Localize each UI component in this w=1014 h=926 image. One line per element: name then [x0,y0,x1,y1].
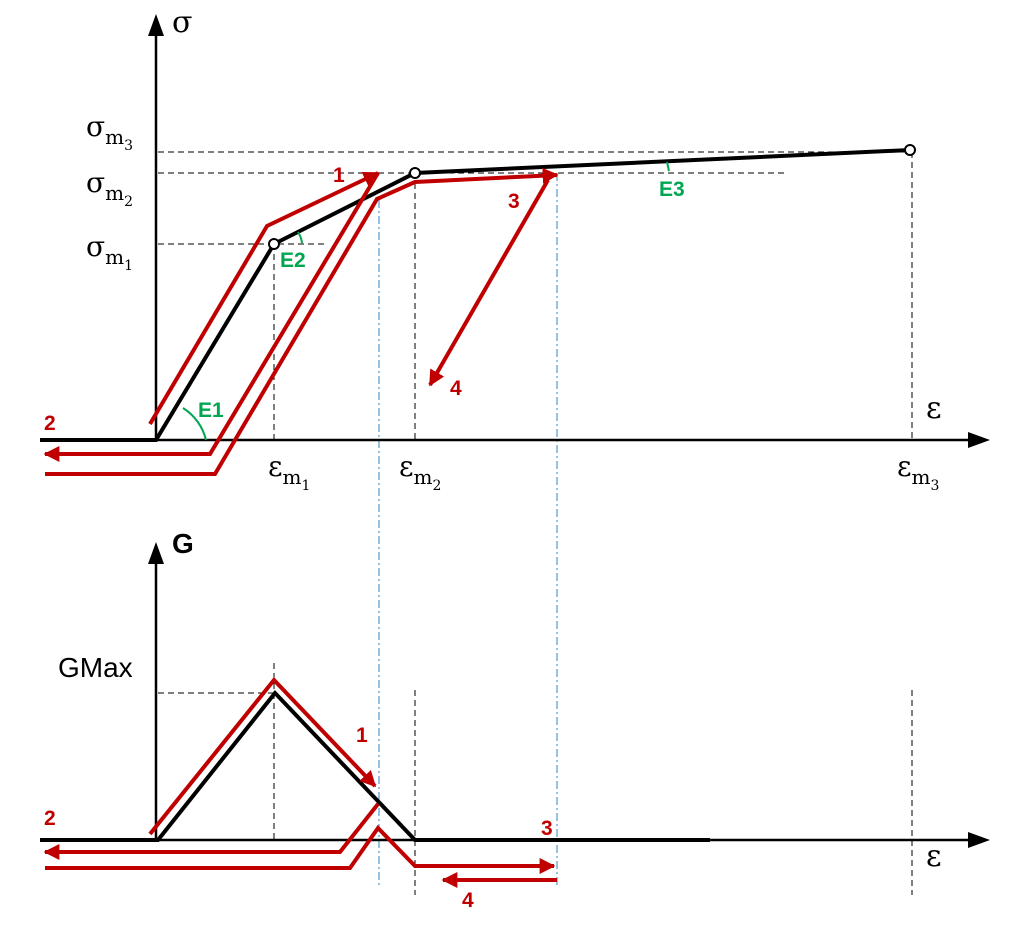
g-path-2 [43,802,380,860]
sigma-m2-label: σm2 [86,166,133,210]
eps-m2-label: εm2 [399,450,441,494]
eps-axis-bottom-label: ε [926,839,942,874]
path-3-reloading [45,167,559,476]
top-guide-lines [158,151,913,440]
eps-m1-label: εm1 [268,450,310,494]
marker-m3 [904,144,916,156]
top-axes [40,14,990,448]
bottom-path-label-2: 2 [44,807,56,830]
top-path-label-4: 4 [450,377,462,400]
path-1-loading [148,171,380,426]
top-path-label-2: 2 [44,412,56,435]
sigma-m3-label: σm3 [86,110,133,154]
sigma-axis-arrow-icon [148,14,164,36]
stress-strain-diagram: σ ε σm3 σm2 σm1 εm1 εm2 εm3 E1 E2 E3 1 2… [40,5,990,888]
gmax-label: GMax [58,652,133,683]
arc-e2 [297,231,303,244]
path-4-unloading [428,179,550,387]
vertical-link-guides [378,173,558,888]
top-path-label-3: 3 [508,190,520,213]
marker-m1 [268,238,280,250]
peak-markers [268,144,916,250]
g-path-1 [148,676,377,836]
eps-m3-label: εm3 [897,450,939,494]
sigma-m1-label: σm1 [86,230,133,274]
marker-m2 [409,167,421,179]
top-path-label-1: 1 [333,164,345,187]
eps-axis-bottom-arrow-icon [968,832,990,848]
g-curve [40,689,710,842]
arc-e1 [182,407,207,441]
e3-label: E3 [659,178,685,201]
bottom-axes [40,542,990,848]
sigma-tick-labels: σm3 σm2 σm1 [86,110,133,274]
arc-e3 [666,161,670,172]
top-load-paths [43,167,559,476]
bottom-path-label-4: 4 [462,889,474,912]
bottom-path-label-3: 3 [541,817,553,840]
top-path-labels: 1 2 3 4 [44,164,520,435]
e1-label: E1 [198,399,224,422]
g-axis-arrow-icon [148,542,164,564]
e2-label: E2 [280,249,306,272]
path-2-unloading [43,171,380,462]
bottom-path-labels: 1 2 3 4 [44,724,553,912]
bottom-guide-lines [158,663,913,895]
modulus-labels: E1 E2 E3 [198,178,685,422]
eps-tick-labels: εm1 εm2 εm3 [268,450,939,494]
g-diagram: G ε GMax 1 2 3 4 [40,528,990,912]
bottom-load-paths [43,676,557,888]
g-path-3 [45,824,556,874]
modulus-arcs [182,161,670,441]
stress-strain-curve [40,148,911,442]
eps-axis-top-arrow-icon [968,432,990,448]
bottom-path-label-1: 1 [356,724,368,747]
g-axis-label: G [172,528,194,559]
sigma-axis-label: σ [172,5,192,40]
eps-axis-top-label: ε [926,391,942,426]
